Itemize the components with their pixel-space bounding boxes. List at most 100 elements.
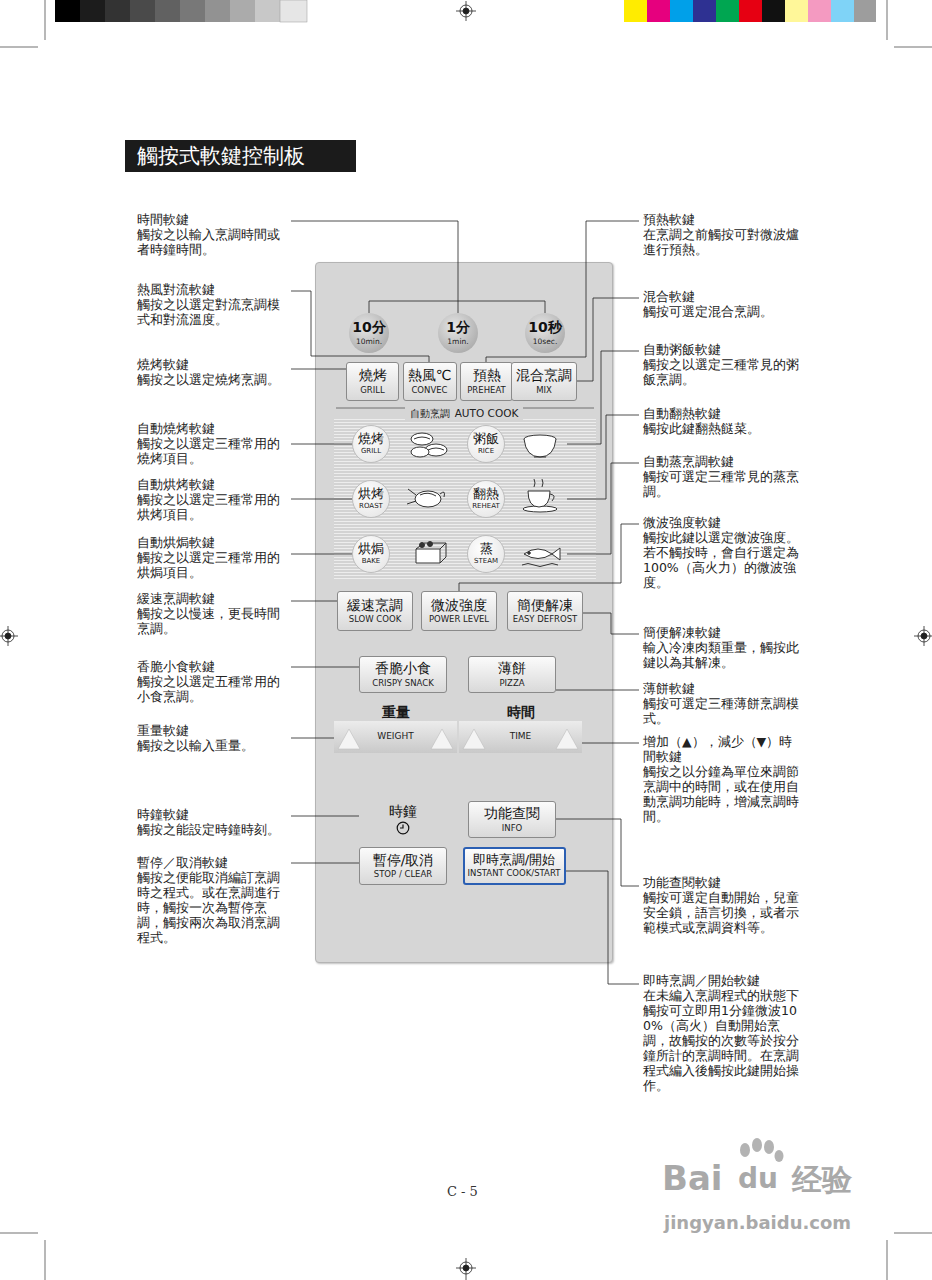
key-sublabel: STOP / CLEAR (374, 870, 432, 879)
callout-heading: 自動烘烤軟鍵 (137, 477, 285, 492)
key-sublabel: CONVEC (411, 386, 447, 395)
bar-body: WEIGHT (334, 721, 457, 753)
callout: 自動烘焗軟鍵觸按之以選定三種常用的烘焗項目。 (137, 535, 285, 580)
adjust-bar: 重量WEIGHT (334, 703, 457, 755)
key-sublabel: REHEAT (472, 503, 500, 511)
key-sublabel: RICE (478, 448, 494, 456)
key-label: 暫停/取消 (373, 853, 434, 868)
key-label: 香脆小食 (375, 661, 431, 676)
watermark: Bai (662, 1158, 723, 1198)
callout-heading: 暫停／取消軟鍵 (137, 855, 285, 870)
soft-key: 預熱PREHEAT (460, 362, 513, 401)
callout: 燒烤軟鍵觸按之以選定燒烤烹調。 (137, 357, 285, 387)
callout-heading: 增加（▲），減少（▼）時間軟鍵 (643, 734, 803, 764)
key-sublabel: EASY DEFROST (513, 615, 577, 624)
callout-body: 觸按可選定三種薄餅烹調模式。 (643, 696, 803, 726)
key-sublabel: SLOW COOK (349, 615, 402, 624)
key-label: 熱風℃ (408, 368, 452, 383)
auto-cook-text: 自動烹調 (410, 408, 450, 419)
callout-body: 觸按之以選定三種常用的燒烤項目。 (137, 436, 285, 466)
callout-body: 在烹調之前觸按可對微波爐進行預熱。 (643, 227, 803, 257)
callout: 自動烘烤軟鍵觸按之以選定三種常用的烘烤項目。 (137, 477, 285, 522)
callout: 薄餅軟鍵觸按可選定三種薄餅烹調模式。 (643, 681, 803, 726)
bar-text: WEIGHT (377, 732, 413, 742)
key-label: 10秒 (528, 320, 561, 335)
callout-heading: 熱風對流軟鍵 (137, 282, 285, 297)
key-sublabel: BAKE (362, 558, 381, 566)
callout-body: 觸按之以分鐘為單位來調節烹調中的時間，或在使用自動烹調功能時，增減烹調時間。 (643, 764, 803, 824)
bar-heading: 時間 (507, 703, 535, 721)
auto-cook-key: 蒸STEAM (467, 535, 505, 573)
food-icons (407, 433, 560, 567)
page-title: 觸按式軟鍵控制板 (125, 140, 356, 172)
key-sublabel: ROAST (359, 503, 383, 511)
callout: 預熱軟鍵在烹調之前觸按可對微波爐進行預熱。 (643, 212, 803, 257)
key-sublabel: 1min. (447, 338, 468, 346)
key-label: 烘烤 (358, 487, 384, 501)
key-label: 緩速烹調 (347, 598, 403, 613)
callout-body: 觸按之以輸入烹調時間或者時鐘時間。 (137, 227, 285, 257)
callout-heading: 香脆小食軟鍵 (137, 659, 285, 674)
callout-heading: 預熱軟鍵 (643, 212, 803, 227)
callout: 即時烹調／開始軟鍵在未編入烹調程式的狀態下觸按可立即用1分鐘微波100%（高火）… (643, 973, 803, 1093)
callout-body: 觸按之以選定五種常用的小食烹調。 (137, 674, 285, 704)
soft-key: 暫停/取消 STOP / CLEAR (359, 847, 447, 885)
callout: 自動翻熱軟鍵觸按此鍵翻熱餸菜。 (643, 406, 803, 436)
callout-body: 觸按之以選定三種常用的烘烤項目。 (137, 492, 285, 522)
key-sublabel: CRISPY SNACK (372, 679, 434, 688)
bar-text: TIME (510, 732, 532, 742)
watermark: jingyan.baidu.com (664, 1212, 851, 1233)
bar-body: TIME (459, 721, 582, 753)
callout-body: 觸按此鍵以選定微波強度。若不觸按時，會自行選定為100%（高火力）的微波強度。 (643, 530, 803, 590)
auto-cook-key: 粥飯RICE (467, 425, 505, 463)
watermark: 经验 (792, 1160, 852, 1201)
callout: 功能查閱軟鍵觸按可選定自動開始，兒童安全鎖，語言切換，或者示範模式或烹調資料等。 (643, 875, 803, 935)
key-label: 簡便解凍 (517, 598, 573, 613)
key-label: 燒烤 (358, 432, 384, 446)
callout-heading: 重量軟鍵 (137, 723, 285, 738)
callout: 微波強度軟鍵觸按此鍵以選定微波強度。若不觸按時，會自行選定為100%（高火力）的… (643, 515, 803, 590)
title-bar: 觸按式軟鍵控制板 (125, 140, 356, 172)
paw-logo (740, 1138, 784, 1162)
key-label: 燒烤 (359, 368, 387, 383)
soft-key: 香脆小食 CRISPY SNACK (359, 656, 447, 693)
time-key: 10分10min. (349, 313, 389, 353)
callout: 簡便解凍軟鍵輸入冷凍肉類重量，觸按此鍵以為其解凍。 (643, 625, 803, 670)
key-label: 10分 (352, 320, 385, 335)
callout: 時間軟鍵觸按之以輸入烹調時間或者時鐘時間。 (137, 212, 285, 257)
callout-body: 輸入冷凍肉類重量，觸按此鍵以為其解凍。 (643, 640, 803, 670)
callout: 香脆小食軟鍵觸按之以選定五種常用的小食烹調。 (137, 659, 285, 704)
key-label: 1分 (446, 320, 470, 335)
callout: 自動粥飯軟鍵觸按之以選定三種常見的粥飯烹調。 (643, 342, 803, 387)
callout-body: 觸按之以慢速，更長時間烹調。 (137, 606, 285, 636)
callout-body: 觸按之以輸入重量。 (137, 738, 285, 753)
soft-key: 簡便解凍 EASY DEFROST (507, 591, 583, 631)
callout-heading: 時鐘軟鍵 (137, 807, 285, 822)
callout-heading: 自動粥飯軟鍵 (643, 342, 803, 357)
callout-body: 觸按可選定三種常見的蒸烹調。 (643, 469, 803, 499)
callout-body: 觸按之能設定時鐘時刻。 (137, 822, 285, 837)
key-sublabel: PREHEAT (467, 386, 506, 395)
callout-heading: 緩速烹調軟鍵 (137, 591, 285, 606)
callout-body: 觸按之以選定三種常用的烘焗項目。 (137, 550, 285, 580)
callout-heading: 自動蒸烹調軟鍵 (643, 454, 803, 469)
auto-cook-key: 燒烤GRILL (352, 425, 390, 463)
soft-key: 混合烹調MIX (511, 362, 577, 401)
callout-heading: 自動燒烤軟鍵 (137, 421, 285, 436)
callout: 時鐘軟鍵觸按之能設定時鐘時刻。 (137, 807, 285, 837)
callout-body: 觸按此鍵翻熱餸菜。 (643, 421, 803, 436)
watermark: du (738, 1162, 778, 1195)
key-label: 蒸 (480, 542, 493, 556)
key-label: 微波強度 (431, 598, 487, 613)
key-sublabel: 10sec. (533, 338, 558, 346)
soft-key: 熱風℃ CONVEC (403, 362, 457, 401)
key-sublabel: PIZZA (499, 679, 524, 688)
auto-cook-text: AUTO COOK (455, 407, 519, 419)
callout-heading: 燒烤軟鍵 (137, 357, 285, 372)
callout-body: 觸按可選定混合烹調。 (643, 304, 803, 319)
callout: 重量軟鍵觸按之以輸入重量。 (137, 723, 285, 753)
key-label: 烘焗 (358, 542, 384, 556)
time-key: 1分 1min. (438, 313, 478, 353)
key-label: 時鐘 (389, 804, 417, 819)
